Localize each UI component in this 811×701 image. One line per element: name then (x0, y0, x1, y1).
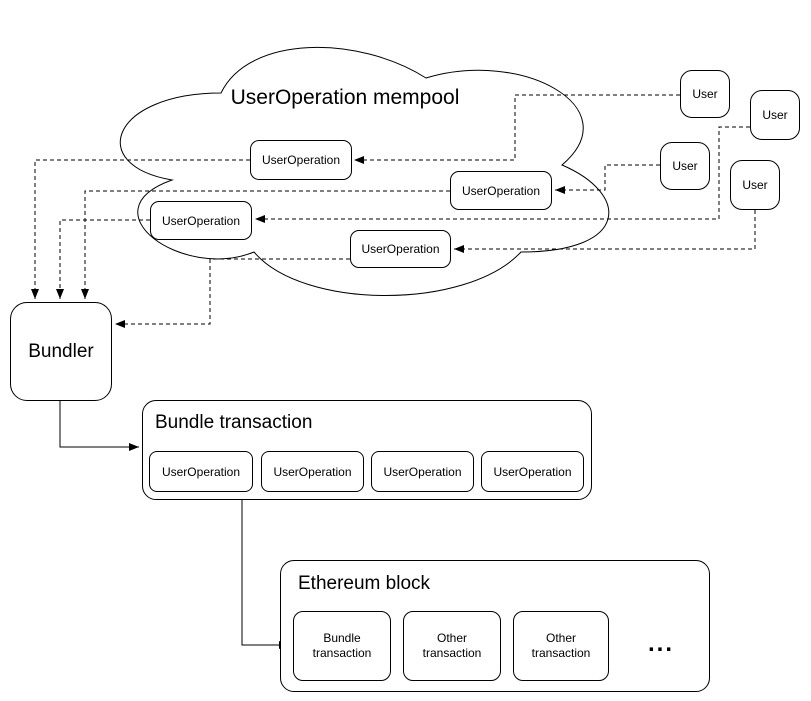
bundle-userop-box: UserOperation (261, 451, 364, 492)
connector-userop4-to-bundler (115, 258, 350, 328)
bundle-userop-box: UserOperation (371, 451, 474, 492)
mempool-userop-box: UserOperation (350, 230, 451, 268)
user-box: User (680, 70, 730, 118)
user-label: User (762, 108, 788, 122)
mempool-userop-label: UserOperation (361, 242, 440, 256)
user-label: User (742, 178, 768, 192)
bundle-userop-label: UserOperation (493, 464, 572, 479)
mempool-title: UserOperation mempool (230, 86, 460, 109)
connector-bundler-to-bundle-transaction (59, 401, 139, 451)
user-label: User (672, 159, 698, 173)
transaction-label: Bundle transaction (312, 631, 372, 660)
user-box: User (660, 142, 710, 190)
connector-bundle-transaction-to-ethereum-block (241, 500, 289, 649)
ethereum-block-container: Ethereum block Bundle transaction Other … (280, 560, 710, 692)
bundle-userop-label: UserOperation (383, 464, 462, 479)
mempool-userop-box: UserOperation (450, 171, 552, 210)
connector-userop2-to-bundler (81, 190, 450, 299)
mempool-userop-box: UserOperation (150, 201, 252, 240)
other-transaction-box: Other transaction (403, 611, 501, 681)
connector-user1-to-userop1 (354, 94, 680, 164)
bundler-label: Bundler (28, 340, 94, 362)
bundle-userop-box: UserOperation (149, 451, 253, 492)
connector-user4-to-userop4 (454, 210, 756, 253)
connector-userop1-to-bundler (31, 159, 250, 299)
mempool-userop-label: UserOperation (461, 183, 541, 198)
bundle-userop-label: UserOperation (273, 464, 352, 479)
bundler-box: Bundler (10, 302, 112, 401)
other-transaction-box: Other transaction (513, 611, 609, 681)
transaction-label: Other transaction (531, 631, 591, 660)
bundle-transaction-container: Bundle transaction UserOperation UserOpe… (142, 400, 592, 500)
connector-user3-to-userop2 (555, 164, 660, 194)
connector-user2-to-userop3 (255, 126, 750, 223)
ethereum-block-title: Ethereum block (298, 573, 431, 594)
user-box: User (750, 90, 800, 140)
transaction-label: Other transaction (422, 631, 482, 660)
bundle-userop-box: UserOperation (481, 451, 584, 492)
bundle-transaction-title: Bundle transaction (155, 412, 313, 433)
mempool-userop-box: UserOperation (250, 140, 352, 180)
connector-userop3-to-bundler (56, 219, 150, 299)
mempool-userop-label: UserOperation (161, 213, 241, 228)
mempool-userop-label: UserOperation (261, 153, 341, 167)
user-box: User (730, 160, 780, 210)
bundle-userop-label: UserOperation (161, 464, 241, 479)
more-transactions-ellipsis: ... (647, 630, 674, 657)
user-label: User (692, 87, 718, 101)
bundle-transaction-box: Bundle transaction (293, 611, 391, 681)
